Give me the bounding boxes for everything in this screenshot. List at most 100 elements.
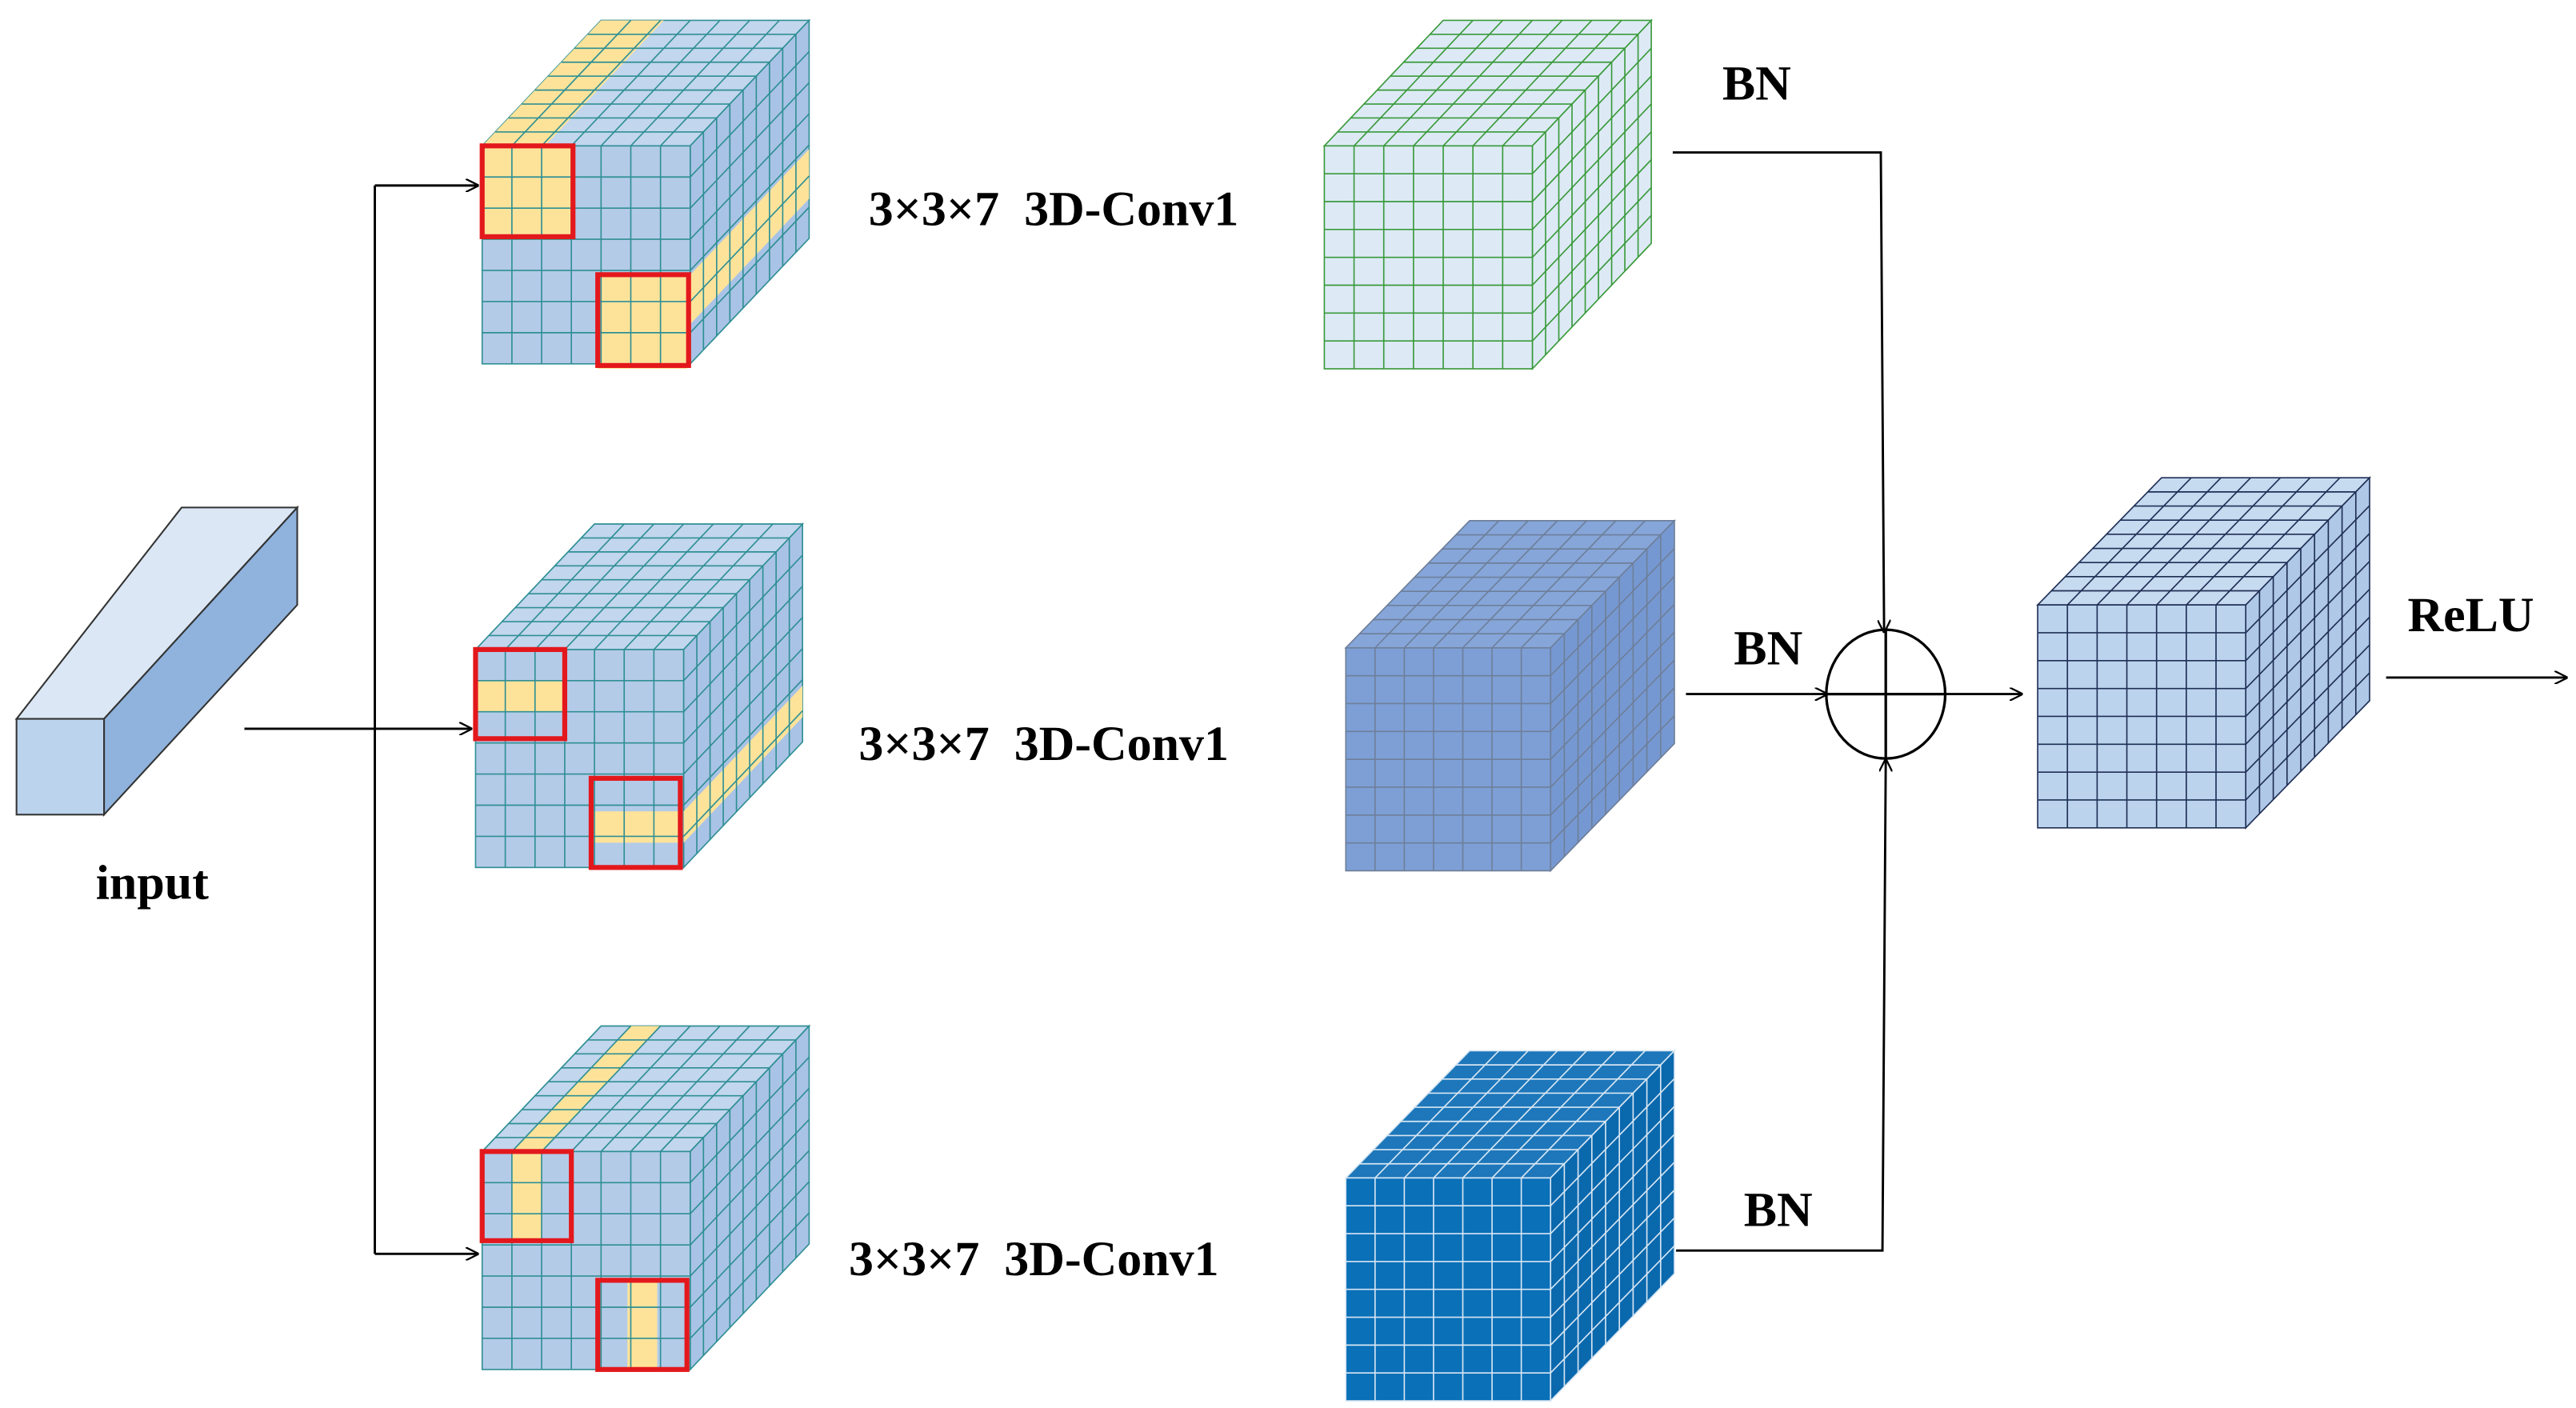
cube-grid-line — [1374, 520, 1500, 649]
conv-cube-top — [479, 18, 811, 369]
cube-grid-line — [1550, 603, 1675, 732]
cube-grid-line — [1462, 520, 1587, 649]
cube-grid-line — [1550, 1190, 1675, 1318]
cube-grid-line — [570, 19, 691, 146]
bn-bottom-arrow — [1676, 758, 1886, 1252]
cube-grid-line — [1550, 631, 1675, 760]
cube-grid-line — [1462, 1050, 1587, 1178]
cube-grid-line — [1550, 548, 1675, 677]
cube-grid-line — [623, 523, 744, 650]
bn-label-bottom: BN — [1744, 1182, 1813, 1237]
kernel-window — [588, 775, 683, 870]
cube-grid-line — [511, 1025, 632, 1152]
cube-grid-line — [1550, 1217, 1675, 1346]
kernel-window — [479, 143, 576, 239]
highlight-side-band — [690, 149, 810, 325]
bn-label-top: BN — [1722, 57, 1791, 111]
conv-label-top: 3×3×7 3D-Conv1 — [869, 182, 1239, 236]
cube-grid-line — [1550, 687, 1675, 816]
highlight-col-b — [627, 1280, 658, 1370]
cube-grid-line — [1550, 1078, 1675, 1206]
cube-grid-line — [1491, 1050, 1617, 1178]
conv-label-bottom: 3×3×7 3D-Conv1 — [849, 1232, 1219, 1286]
cube-grid-line — [1413, 19, 1534, 146]
cube-grid-line — [690, 113, 810, 240]
cube-grid-line — [1491, 520, 1617, 649]
highlight-top-column — [511, 1026, 661, 1152]
circled-plus-icon — [1825, 628, 1947, 760]
cube-grid-line — [1531, 131, 1652, 258]
cube-grid-line — [2245, 533, 2370, 662]
cube-grid-line — [511, 19, 632, 146]
cube-grid-line — [541, 19, 662, 146]
kernel-window — [595, 272, 691, 368]
cube-grid-line — [660, 1025, 780, 1152]
input-block-front — [15, 718, 106, 816]
cube-grid-line — [600, 1025, 721, 1152]
cube-grid-line — [570, 1025, 691, 1152]
highlight-side-row — [683, 686, 803, 843]
kernel-window — [479, 1149, 574, 1243]
cube-grid-line — [1550, 715, 1675, 844]
highlight-row-b — [590, 811, 681, 843]
cube-grid-line — [600, 19, 721, 146]
cube-grid-line — [1531, 186, 1652, 314]
cube-grid-line — [2156, 477, 2282, 606]
cube-grid-line — [690, 175, 810, 302]
cube-grid-line — [690, 82, 810, 209]
cube-grid-line — [541, 1025, 662, 1152]
cube-grid-line — [1531, 75, 1652, 202]
cube-grid-line — [1550, 1106, 1675, 1234]
cube-grid-line — [2126, 477, 2251, 606]
cube-grid-line — [653, 523, 774, 650]
cube-grid-line — [690, 50, 810, 178]
conv-cube-bottom — [479, 1024, 811, 1372]
cube-grid-line — [2096, 477, 2222, 606]
cube-grid-line — [1502, 19, 1622, 146]
cube-grid-line — [2245, 616, 2370, 745]
highlight-col-a — [511, 1151, 542, 1241]
cube-grid-line — [1550, 1134, 1675, 1262]
highlight-top-strip — [482, 20, 664, 146]
cube-grid-line — [690, 1087, 810, 1214]
cube-grid-line — [630, 19, 750, 146]
input-block — [14, 505, 299, 817]
cube-grid-line — [1550, 1245, 1675, 1374]
bn-label-middle: BN — [1734, 621, 1802, 675]
highlight-kernel-b — [598, 274, 687, 369]
feature-cube-bottom — [1344, 1049, 1676, 1403]
cube-grid-line — [690, 1118, 810, 1246]
highlight-row-a — [475, 681, 565, 713]
cube-grid-line — [1433, 1050, 1558, 1178]
bn-top-arrow — [1672, 151, 1884, 634]
cube-grid-line — [2245, 644, 2370, 773]
cube-grid-line — [682, 710, 803, 837]
cube-grid-line — [2215, 477, 2341, 606]
cube-grid-line — [2245, 561, 2370, 690]
cube-grid-line — [690, 1056, 810, 1183]
cube-grid-line — [2245, 672, 2370, 801]
cube-grid-line — [690, 144, 810, 271]
cube-grid-line — [1353, 19, 1474, 146]
cube-grid-line — [660, 19, 780, 146]
input-label: input — [96, 856, 209, 910]
conv-cube-middle — [473, 522, 805, 870]
cube-grid-line — [682, 648, 803, 775]
cube-grid-line — [1550, 1162, 1675, 1290]
cube-grid-line — [1374, 1050, 1500, 1178]
cube-grid-line — [1383, 19, 1503, 146]
conv-label-middle: 3×3×7 3D-Conv1 — [858, 717, 1229, 771]
cube-grid-line — [1531, 47, 1652, 174]
cube-grid-line — [2186, 477, 2311, 606]
relu-label: ReLU — [2407, 588, 2534, 642]
cube-grid-line — [1521, 1050, 1646, 1178]
cube-grid-line — [682, 617, 803, 744]
cube-grid-line — [1550, 575, 1675, 705]
cube-grid-line — [505, 523, 625, 650]
cube-grid-line — [630, 1025, 750, 1152]
input-connectors — [244, 186, 479, 1254]
cube-grid-line — [682, 679, 803, 806]
cube-grid-line — [1531, 214, 1652, 342]
